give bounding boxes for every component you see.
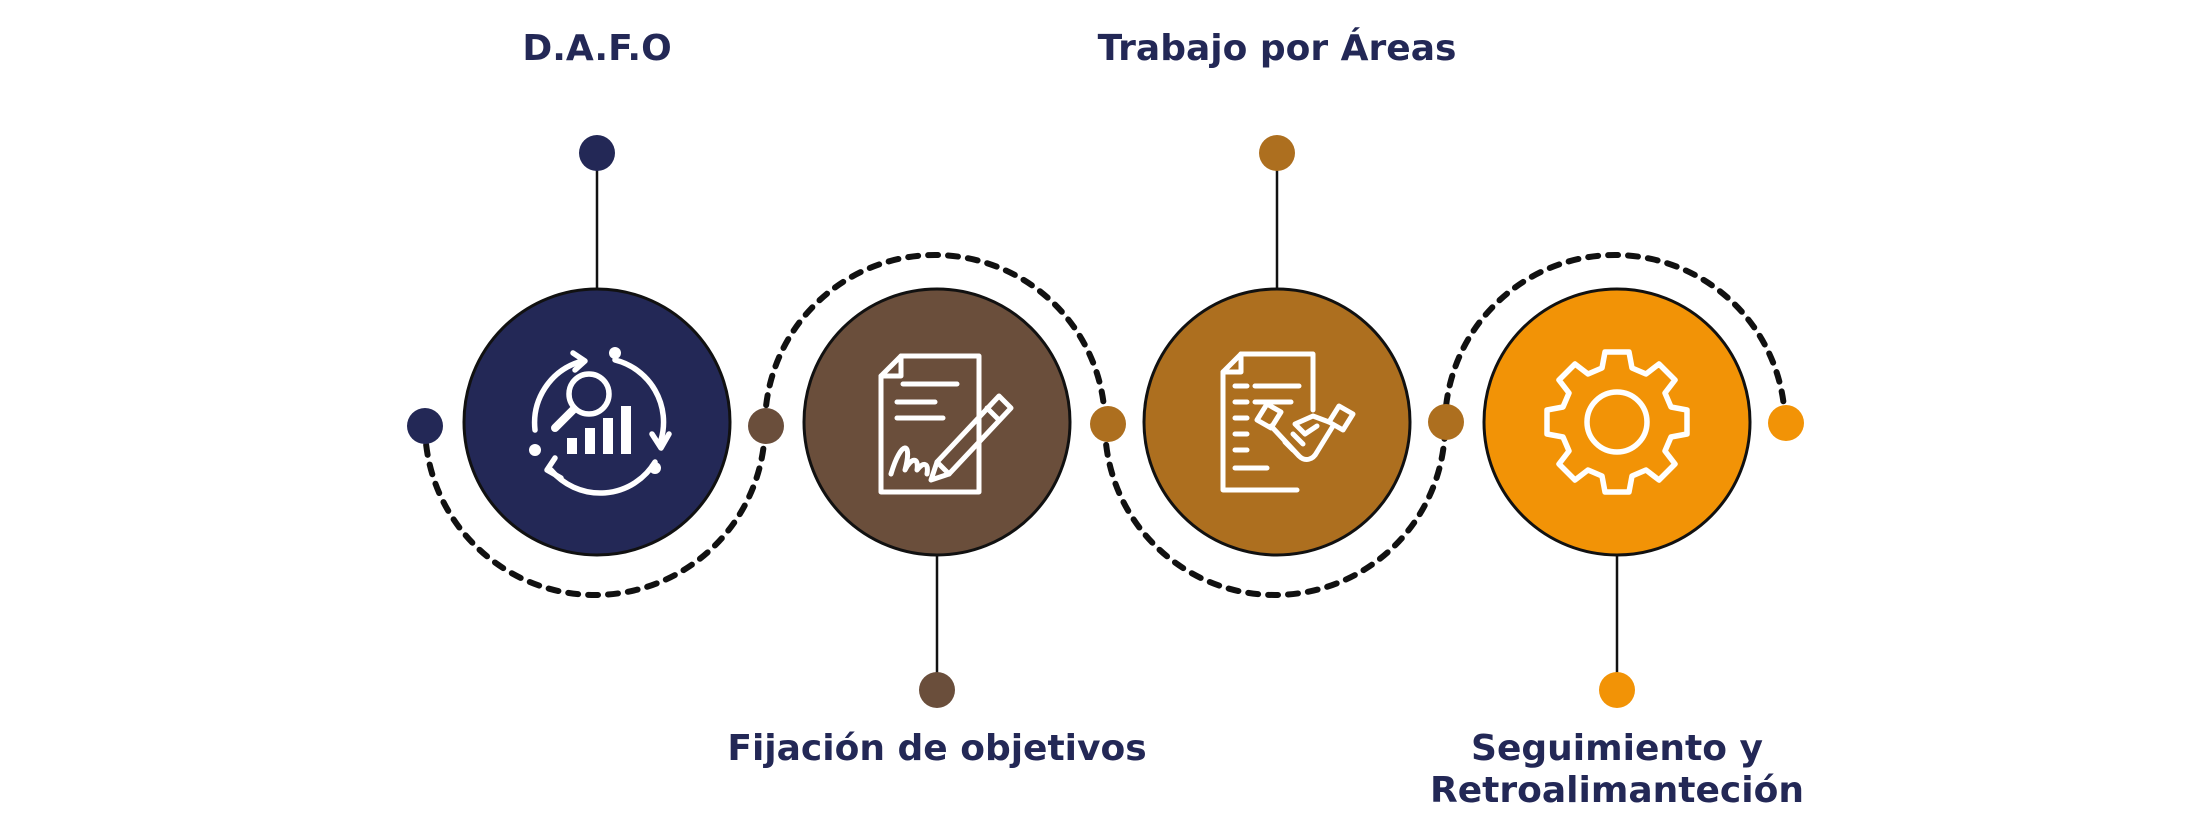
step-circle-4 bbox=[1482, 287, 1752, 557]
dashed-connector-4 bbox=[1442, 252, 1788, 428]
signed-document-icon bbox=[878, 353, 1014, 495]
side-dot-1 bbox=[407, 408, 443, 444]
step-label-trabajo-areas: Trabajo por Áreas bbox=[1097, 28, 1457, 69]
gear-icon bbox=[1544, 349, 1690, 495]
side-dot-5 bbox=[1768, 405, 1804, 441]
leader-dot-2 bbox=[919, 672, 955, 708]
step-label-seguimiento-line-2: Retroalimanteción bbox=[1430, 770, 1804, 811]
dashed-connector-2 bbox=[762, 252, 1108, 428]
side-dot-3 bbox=[1090, 406, 1126, 442]
dashed-connector-1 bbox=[422, 422, 768, 598]
side-dot-4 bbox=[1428, 404, 1464, 440]
dashed-connector-3 bbox=[1102, 422, 1448, 598]
step-label-seguimiento-line-1: Seguimiento y bbox=[1471, 728, 1763, 769]
step-label-fijacion-objetivos: Fijación de objetivos bbox=[727, 728, 1147, 769]
handshake-document-icon bbox=[1220, 351, 1356, 493]
leader-dot-3 bbox=[1259, 135, 1295, 171]
analytics-cycle-icon bbox=[529, 347, 672, 496]
step-label-dafo: D.A.F.O bbox=[522, 28, 672, 69]
step-circle-1 bbox=[462, 287, 732, 557]
step-circle-2 bbox=[802, 287, 1072, 557]
leader-dot-4 bbox=[1599, 672, 1635, 708]
side-dot-2 bbox=[748, 408, 784, 444]
leader-dot-1 bbox=[579, 135, 615, 171]
step-label-seguimiento: Seguimiento y Retroalimanteción bbox=[1430, 728, 1804, 812]
